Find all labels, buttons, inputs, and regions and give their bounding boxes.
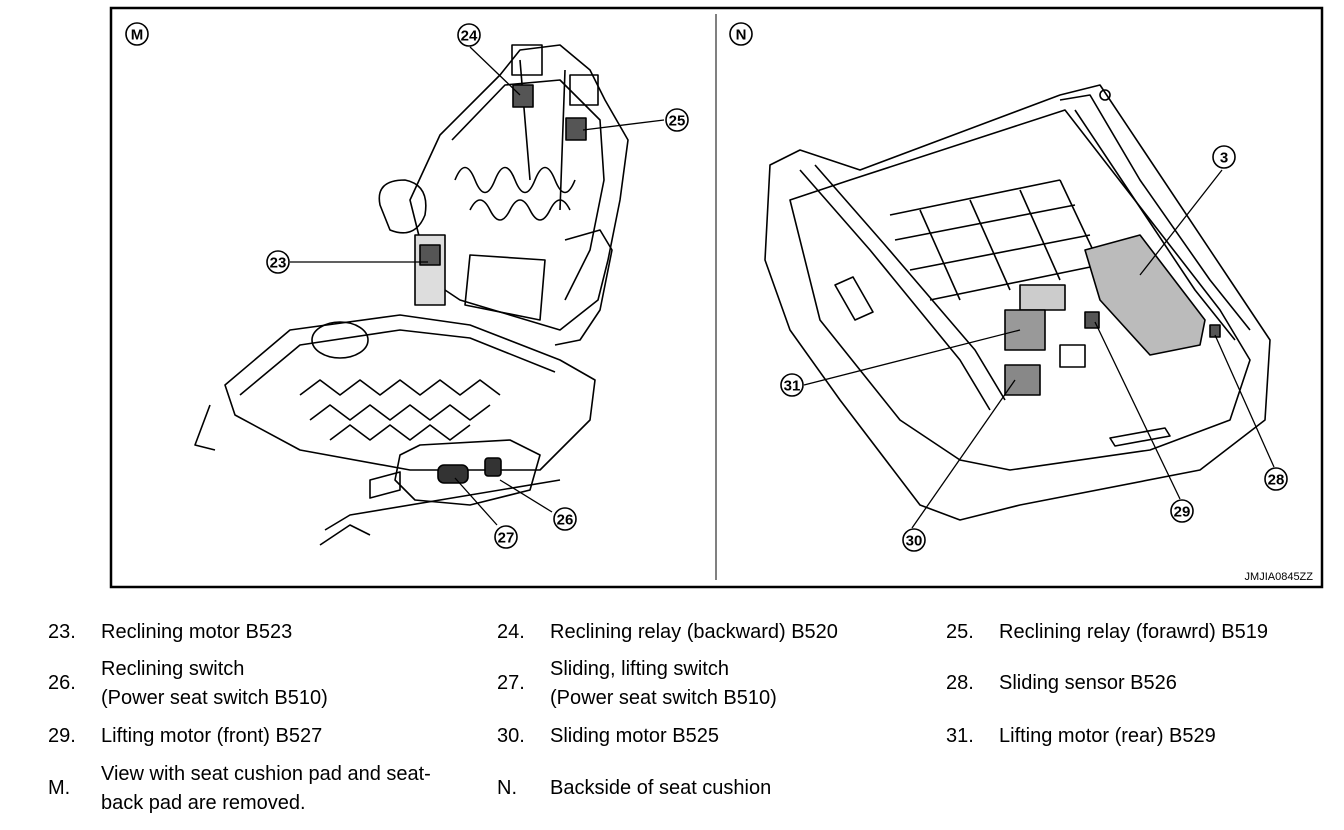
callout-23: 23 (266, 250, 290, 274)
legend-label-line2: back pad are removed. (101, 792, 306, 814)
legend-label: Sliding sensor B526 (999, 672, 1177, 694)
callout-25: 25 (665, 108, 689, 132)
legend-number: 25. (946, 621, 974, 643)
legend-letter: N. (497, 777, 517, 799)
callout-31: 31 (780, 373, 804, 397)
legend-label: Reclining relay (forawrd) B519 (999, 621, 1269, 643)
svg-text:23: 23 (270, 255, 287, 272)
legend-letter: M. (48, 777, 71, 799)
panel-m-seat-illustration (194, 44, 629, 546)
legend-number: 30. (497, 725, 525, 747)
svg-text:28: 28 (1268, 472, 1285, 489)
seat-diagram-figure: M N (109, 6, 1324, 589)
svg-text:29: 29 (1174, 504, 1191, 521)
legend-label-line1: Reclining switch (101, 658, 245, 680)
legend-number: 28. (946, 672, 974, 694)
legend-number: 24. (497, 621, 525, 643)
panel-n-cushion-illustration (764, 84, 1271, 521)
legend: 23. Reclining motor B523 24. Reclining r… (0, 608, 1344, 830)
callout-3: 3 (1212, 145, 1236, 169)
figure-code: JMJIA0845ZZ (1245, 571, 1314, 583)
svg-text:31: 31 (784, 378, 801, 395)
legend-number: 29. (48, 725, 76, 747)
panel-n-letter-badge: N (729, 22, 753, 46)
legend-label-line1: Sliding, lifting switch (550, 658, 729, 680)
legend-label: Lifting motor (front) B527 (101, 725, 323, 747)
legend-number: 27. (497, 672, 525, 694)
svg-text:3: 3 (1220, 150, 1228, 167)
callout-27: 27 (494, 525, 518, 549)
callout-leader-lines (290, 46, 1275, 529)
legend-label: Lifting motor (rear) B529 (999, 725, 1216, 747)
legend-label: Reclining motor B523 (101, 621, 293, 643)
callout-24: 24 (457, 23, 481, 47)
legend-number: 23. (48, 621, 76, 643)
callout-29: 29 (1170, 499, 1194, 523)
svg-text:30: 30 (906, 533, 923, 550)
legend-label-line2: (Power seat switch B510) (101, 687, 328, 709)
svg-text:26: 26 (557, 512, 574, 529)
panel-m-letter: M (131, 27, 144, 44)
svg-text:25: 25 (669, 113, 686, 130)
panel-n-letter: N (736, 27, 747, 44)
legend-label: Reclining relay (backward) B520 (550, 621, 838, 643)
legend-number: 31. (946, 725, 974, 747)
callout-28: 28 (1264, 467, 1288, 491)
callout-26: 26 (553, 507, 577, 531)
legend-label-line2: (Power seat switch B510) (550, 687, 777, 709)
svg-text:27: 27 (498, 530, 515, 547)
panel-m-letter-badge: M (125, 22, 149, 46)
callout-30: 30 (902, 528, 926, 552)
legend-label: Backside of seat cushion (550, 777, 772, 799)
legend-number: 26. (48, 672, 76, 694)
legend-label: Sliding motor B525 (550, 725, 719, 747)
svg-text:24: 24 (461, 28, 478, 45)
legend-label-line1: View with seat cushion pad and seat- (101, 763, 431, 785)
